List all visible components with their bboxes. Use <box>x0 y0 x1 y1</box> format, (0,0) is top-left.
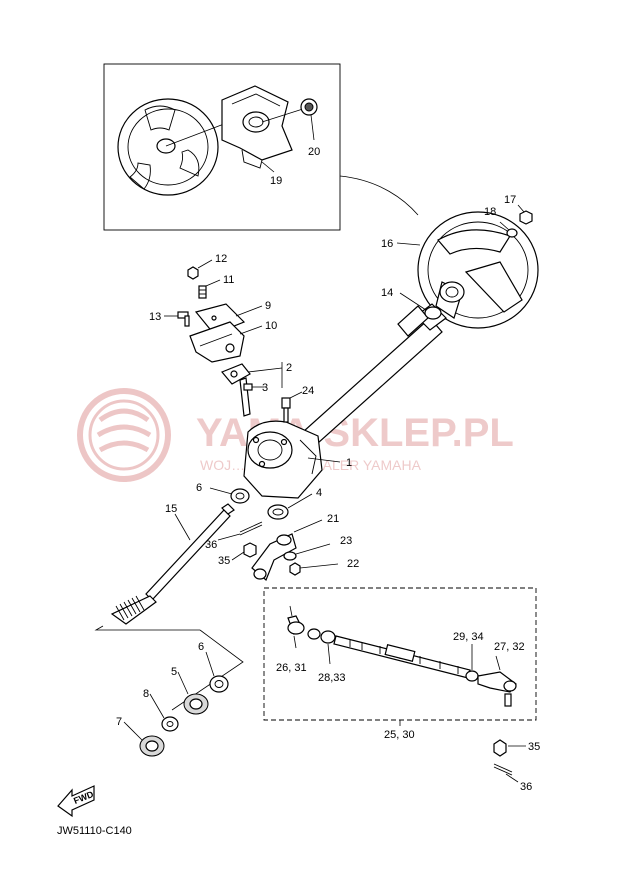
callout-7: 7 <box>116 716 122 728</box>
watermark-title: YAMA-SKLEP.PL <box>196 411 514 455</box>
callout-26-31: 26, 31 <box>276 662 307 674</box>
callout-28-33: 28,33 <box>318 672 346 684</box>
callout-15: 15 <box>165 503 177 515</box>
jam-nut-part29 <box>465 644 479 682</box>
input-shaft-part15 <box>110 503 235 625</box>
callout-9: 9 <box>265 300 271 312</box>
washer-part23 <box>283 543 331 561</box>
steering-cap-part19 <box>221 85 307 169</box>
callout-16: 16 <box>381 238 393 250</box>
callout-2: 2 <box>286 362 292 374</box>
nut-part12 <box>187 259 213 280</box>
tie-rod-end-part27 <box>477 655 517 707</box>
cotter-pin-part36-lower <box>493 763 519 783</box>
tie-rod-end-part26 <box>287 605 305 649</box>
callout-35-upper: 35 <box>218 555 230 567</box>
jam-nut-part28 <box>307 628 336 665</box>
callout-24: 24 <box>302 385 314 397</box>
castle-nut-part35-upper <box>231 542 257 561</box>
callout-36-upper: 36 <box>205 539 217 551</box>
nut-part17 <box>517 204 533 225</box>
washer-part8 <box>149 693 179 732</box>
diagram-code: JW51110-C140 <box>57 825 132 837</box>
watermark-logo <box>77 388 171 482</box>
housing-part10 <box>189 321 263 363</box>
bearing-part5 <box>177 671 209 715</box>
callout-11: 11 <box>223 274 234 286</box>
castle-nut-part35-lower <box>493 739 526 757</box>
callout-14: 14 <box>381 287 393 299</box>
fwd-arrow-icon: FWD <box>57 785 95 818</box>
callout-labels: 20 19 17 18 16 12 11 9 13 10 14 2 3 24 1… <box>116 146 540 793</box>
callout-25-30: 25, 30 <box>384 729 415 741</box>
callout-22: 22 <box>347 558 359 570</box>
seal-part4 <box>267 493 313 520</box>
inset-detail <box>103 63 419 231</box>
callout-19: 19 <box>270 175 282 187</box>
callout-10: 10 <box>265 320 277 332</box>
nut-part22 <box>289 562 339 576</box>
bolt-part13 <box>164 311 190 327</box>
callout-3: 3 <box>262 382 268 394</box>
pitman-arm-part21 <box>251 519 323 582</box>
callout-29-34: 29, 34 <box>453 631 484 643</box>
callout-20: 20 <box>308 146 320 158</box>
callout-21: 21 <box>327 513 339 525</box>
callout-5: 5 <box>171 666 177 678</box>
oil-seal-part6-upper <box>209 487 250 504</box>
stud-part11 <box>198 279 221 299</box>
callout-35-lower: 35 <box>528 741 540 753</box>
sector-shaft-part2 <box>221 363 283 417</box>
callout-13: 13 <box>149 311 161 323</box>
callout-6-lower: 6 <box>198 641 204 653</box>
callout-4: 4 <box>316 487 322 499</box>
washer-part18 <box>499 221 518 238</box>
callout-12: 12 <box>215 253 227 265</box>
inset-connector <box>339 175 419 216</box>
callout-18: 18 <box>484 206 496 218</box>
bolt-part24 <box>281 391 303 423</box>
cotter-pin-part36-upper <box>217 521 263 541</box>
callout-8: 8 <box>143 688 149 700</box>
steering-column-part1 <box>243 292 447 499</box>
oil-seal-part6-lower <box>205 651 229 693</box>
callout-6-upper: 6 <box>196 482 202 494</box>
inset-wheel <box>117 98 225 196</box>
emblem-part20 <box>300 98 318 141</box>
bolt-part3 <box>243 383 264 391</box>
callout-27-32: 27, 32 <box>494 641 525 653</box>
adjust-nut-part7 <box>123 721 165 757</box>
callout-1: 1 <box>346 457 352 469</box>
tie-rod-part25 <box>333 635 471 679</box>
callout-23: 23 <box>340 535 352 547</box>
callout-17: 17 <box>504 194 516 206</box>
steering-wheel-part16 <box>417 211 539 329</box>
inset-box <box>103 63 341 231</box>
callout-36-lower: 36 <box>520 781 532 793</box>
